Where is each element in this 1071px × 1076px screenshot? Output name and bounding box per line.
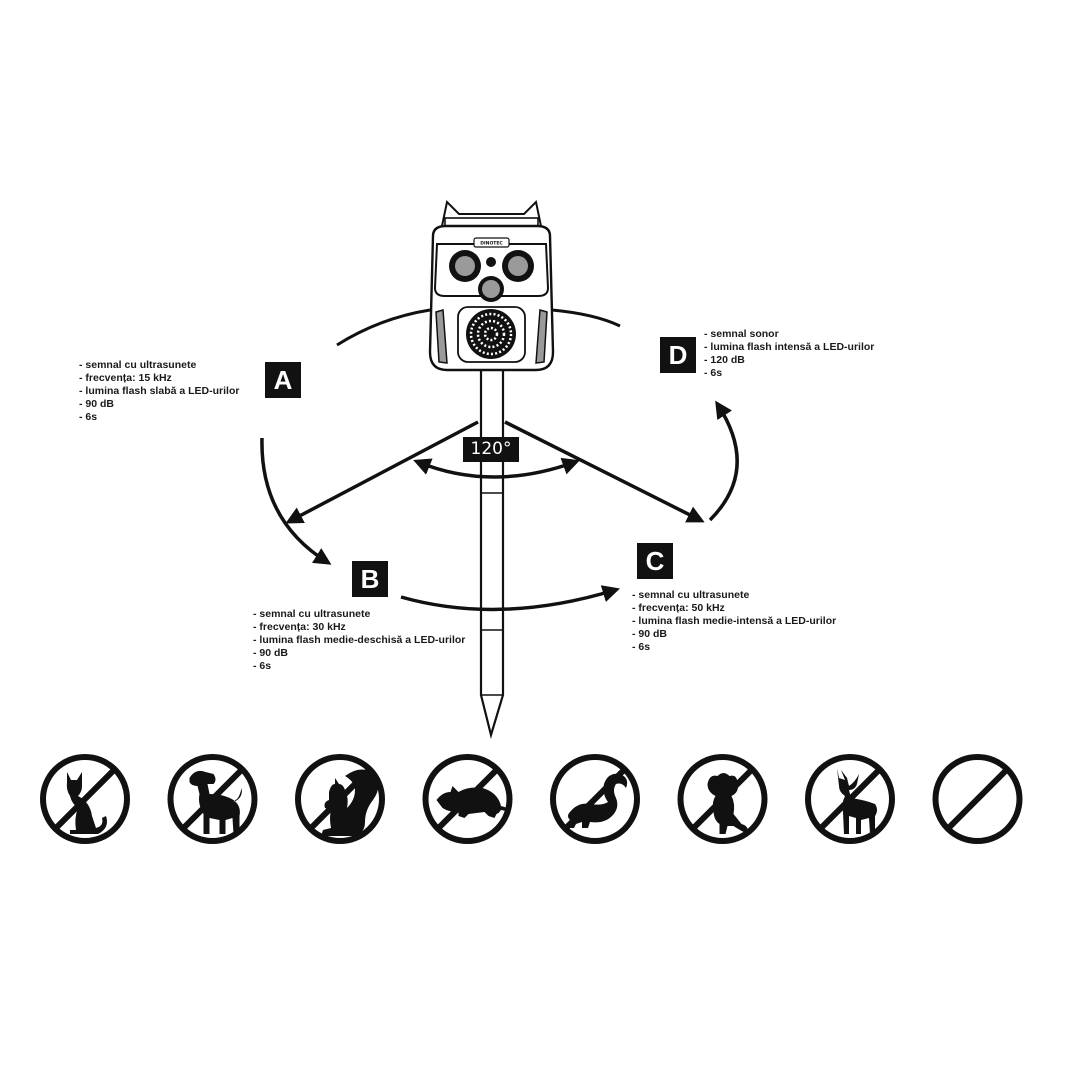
spec-line: - semnal cu ultrasunete — [632, 589, 750, 601]
spec-line: - 6s — [704, 367, 723, 379]
animal-icons-row — [40, 754, 1023, 844]
mode-a-badge: A — [265, 362, 301, 398]
spec-line: - lumina flash slabă a LED-urilor — [79, 385, 240, 397]
arrow-a-to-b — [260, 437, 332, 565]
no-dog-icon — [167, 754, 258, 844]
no-rat-icon — [422, 754, 513, 844]
no-skunk-icon — [550, 754, 640, 844]
repeller-device: DINOTEC — [428, 199, 555, 372]
spec-line: - 90 dB — [253, 647, 289, 659]
no-squirrel-icon — [295, 754, 385, 844]
angle-arc-arrow — [413, 457, 580, 479]
stake — [479, 363, 505, 740]
spec-line: - lumina flash medie-intensă a LED-urilo… — [632, 615, 837, 627]
brand-label: DINOTEC — [480, 241, 503, 247]
coverage-arcs — [336, 308, 621, 347]
mode-a-specs: - semnal cu ultrasunete - frecvența: 15 … — [79, 359, 239, 424]
spec-line: - frecvența: 15 kHz — [79, 372, 172, 384]
sweep-lines — [285, 420, 705, 524]
mode-c-specs: - semnal cu ultrasunete - frecvența: 50 … — [632, 589, 836, 654]
spec-line: - semnal cu ultrasunete — [253, 608, 371, 620]
arrow-c-to-d — [708, 400, 739, 522]
spec-line: - lumina flash medie-deschisă a LED-uril… — [253, 634, 466, 646]
mode-flow-arrows — [260, 400, 739, 612]
no-bird-icon — [932, 754, 1023, 844]
spec-line: - 120 dB — [704, 354, 745, 366]
spec-line: - semnal sonor — [704, 328, 779, 340]
sweep-angle-label: 120° — [463, 437, 519, 462]
spec-line: - 6s — [253, 660, 272, 672]
spec-line: - 90 dB — [79, 398, 115, 410]
mode-d-badge: D — [660, 337, 696, 373]
arrow-b-to-c — [400, 585, 621, 612]
no-cat-icon — [40, 754, 130, 844]
spec-line: - frecvența: 30 kHz — [253, 621, 346, 633]
spec-line: - frecvența: 50 kHz — [632, 602, 725, 614]
mode-b-badge: B — [352, 561, 388, 597]
spec-line: - 90 dB — [632, 628, 668, 640]
mode-c-badge: C — [637, 543, 673, 579]
no-deer-icon — [805, 754, 895, 844]
spec-line: - 6s — [632, 641, 651, 653]
spec-line: - 6s — [79, 411, 98, 423]
spec-line: - semnal cu ultrasunete — [79, 359, 197, 371]
mode-b-specs: - semnal cu ultrasunete - frecvența: 30 … — [253, 608, 465, 673]
spec-line: - lumina flash intensă a LED-urilor — [704, 341, 875, 353]
no-raccoon-icon — [677, 754, 768, 844]
mode-d-specs: - semnal sonor - lumina flash intensă a … — [704, 328, 874, 380]
